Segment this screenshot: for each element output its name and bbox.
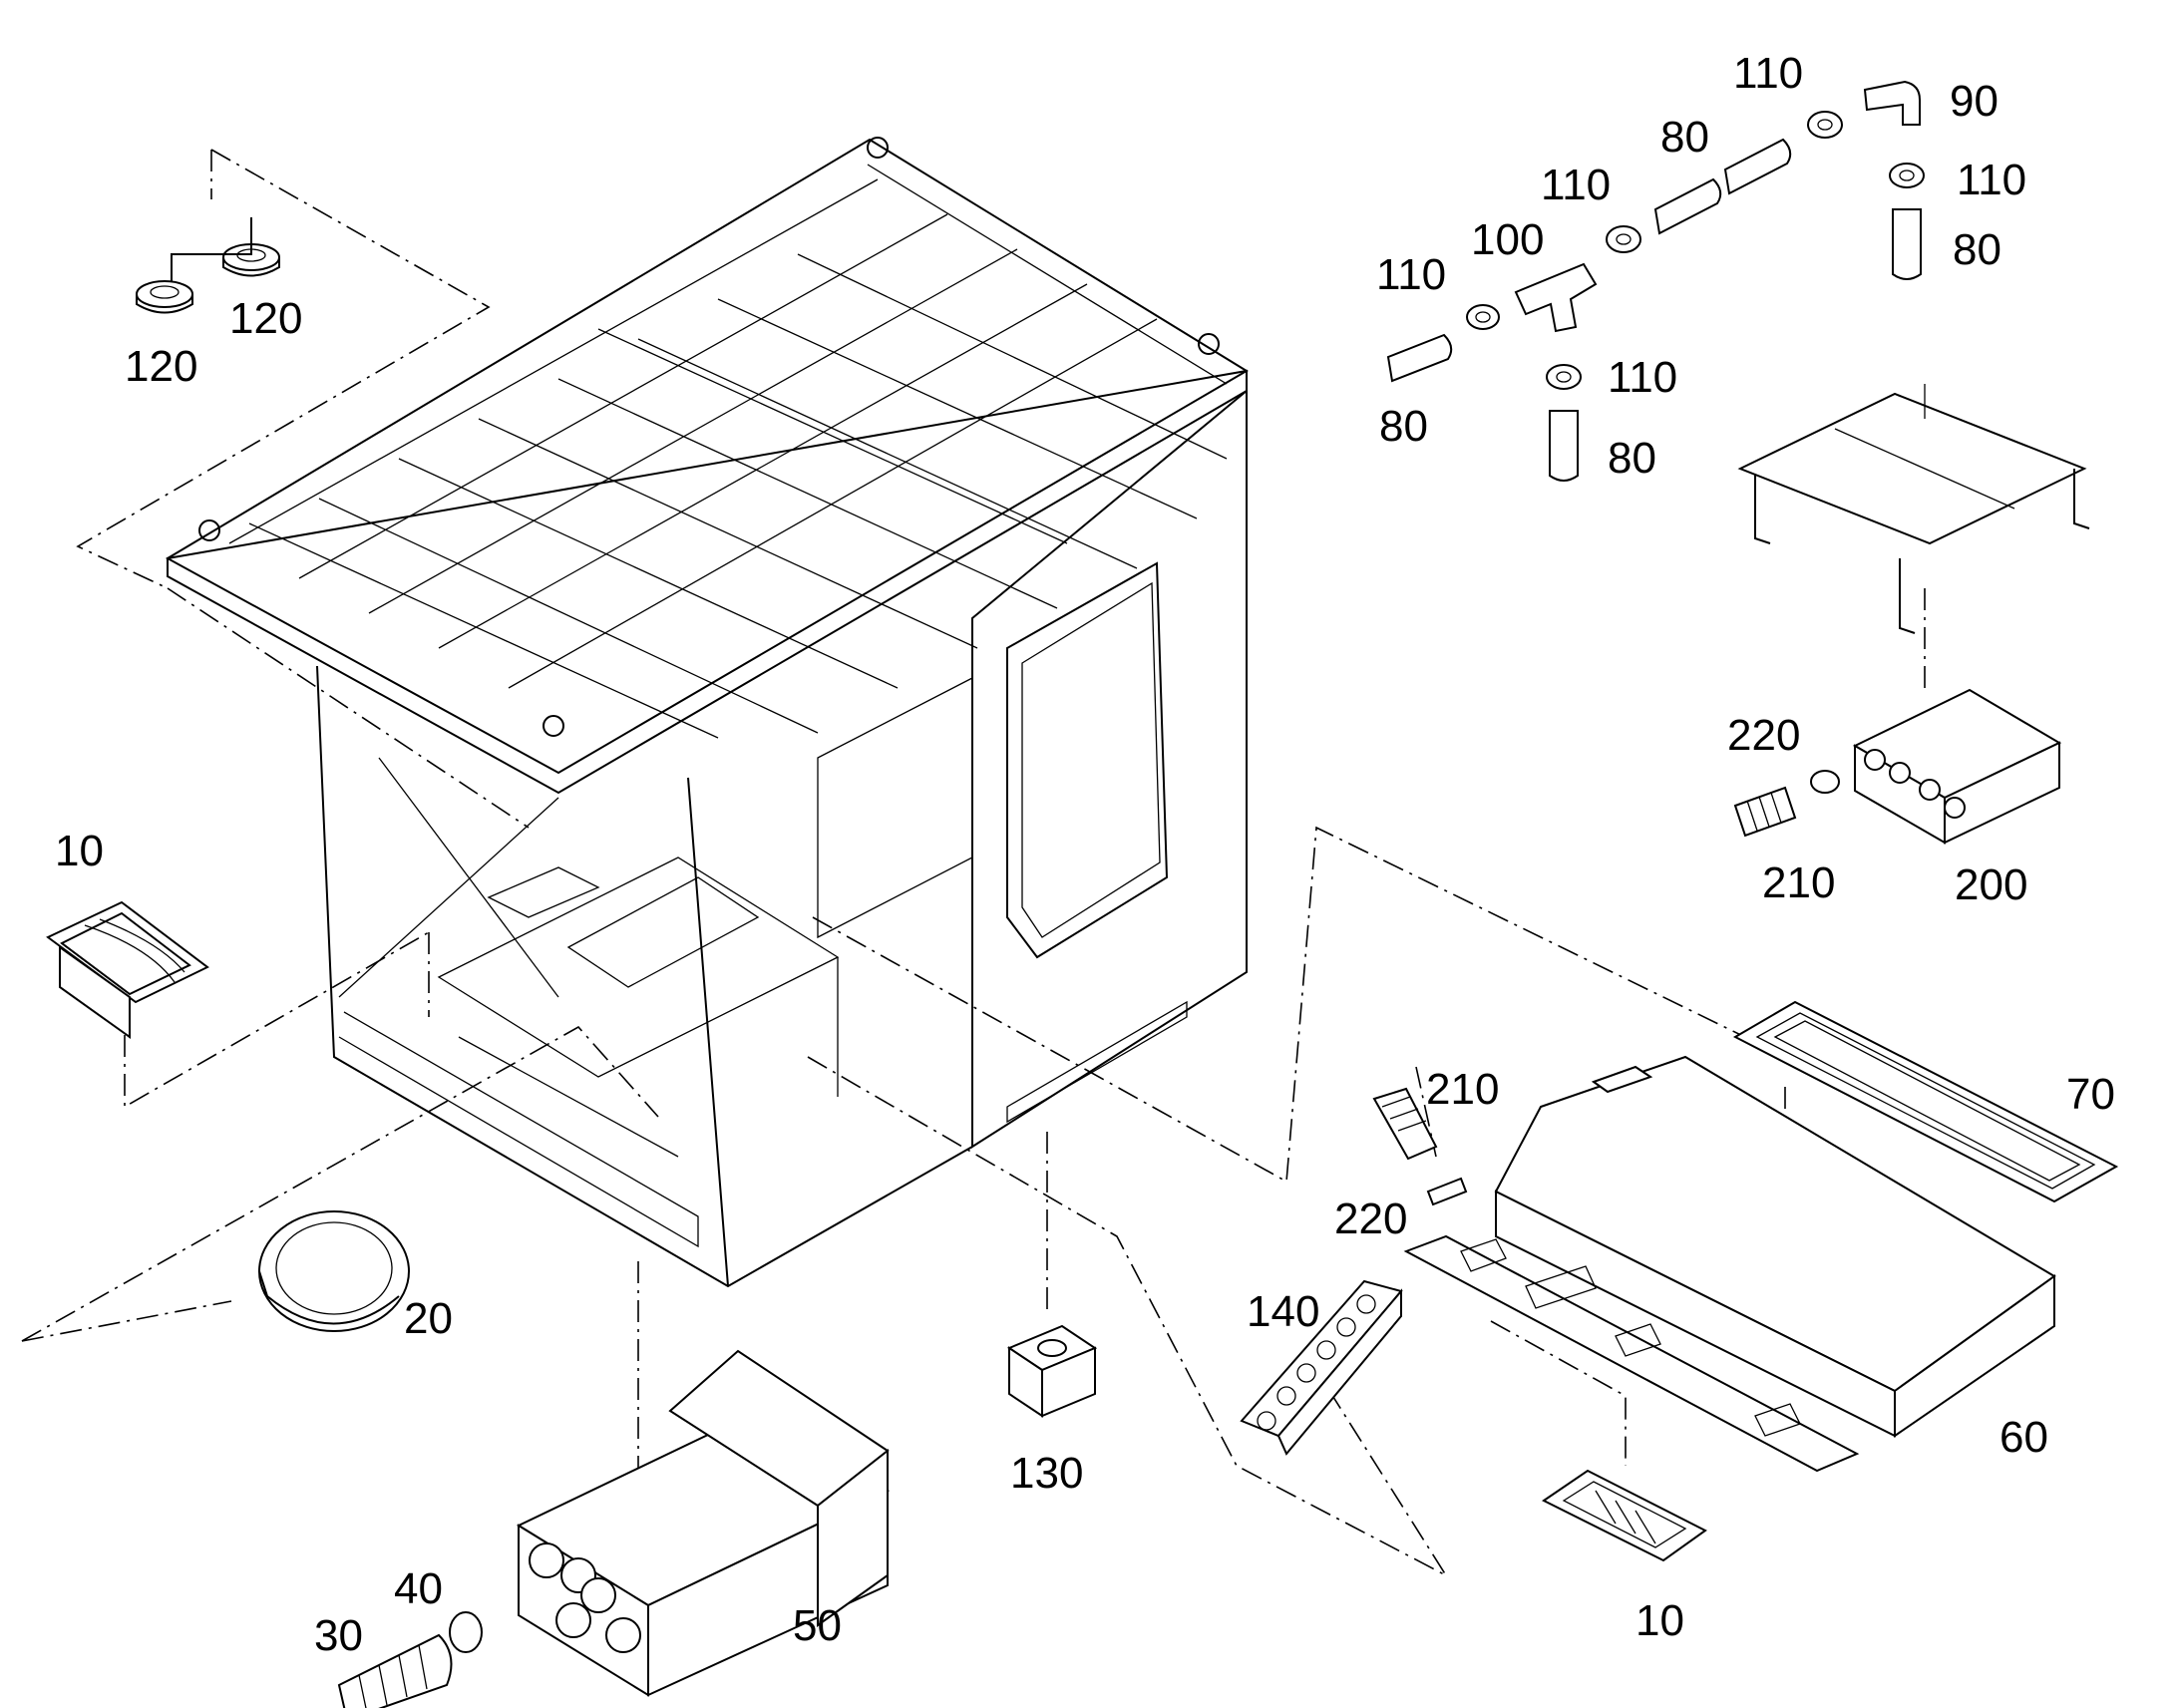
grommet-120-a	[136, 280, 193, 314]
hose-210-upper	[1733, 786, 1797, 838]
label-220-upper: 220	[1727, 711, 1800, 760]
mounting-bracket	[1737, 384, 2090, 634]
label-110-lower: 110	[1608, 353, 1677, 402]
label-90: 90	[1950, 77, 1998, 126]
label-10-left: 10	[55, 827, 104, 875]
label-220-lower: 220	[1334, 1195, 1407, 1243]
clamp-40	[449, 1611, 483, 1653]
label-40: 40	[394, 1564, 443, 1613]
heater-unit-200	[1852, 688, 2062, 845]
label-140: 140	[1247, 1287, 1319, 1336]
label-120-right: 120	[229, 294, 302, 343]
label-120-left: 120	[125, 342, 197, 391]
leader-lines	[21, 149, 1926, 1578]
label-80-left: 80	[1379, 402, 1428, 451]
label-110-left: 110	[1376, 250, 1446, 299]
clamp-220-upper	[1810, 770, 1840, 794]
grommet-120-b	[222, 243, 280, 277]
label-10-bottom: 10	[1635, 1596, 1684, 1645]
label-110-right: 110	[1957, 156, 2026, 204]
label-210-upper: 210	[1762, 858, 1835, 907]
hose-210-lower	[1372, 1087, 1438, 1161]
vent-140	[1240, 1279, 1403, 1456]
label-60: 60	[1999, 1413, 2048, 1462]
nipple-220-lower	[1426, 1177, 1468, 1206]
vent-10-left	[46, 900, 209, 1039]
label-50: 50	[793, 1601, 842, 1650]
cover-60	[1494, 1055, 2056, 1438]
label-210-lower: 210	[1426, 1065, 1499, 1114]
gasket-plate	[1403, 1234, 1860, 1473]
hose-assembly	[1386, 80, 1925, 482]
blower-box-50	[516, 1349, 891, 1697]
cab-frame	[165, 137, 1249, 1288]
label-30: 30	[314, 1611, 363, 1660]
label-80-upper: 80	[1660, 113, 1709, 162]
label-130: 130	[1010, 1449, 1083, 1498]
label-110-top: 110	[1733, 49, 1803, 98]
label-80-lower: 80	[1608, 434, 1656, 483]
hose-30	[337, 1633, 453, 1708]
label-100: 100	[1471, 215, 1544, 264]
clamp-130	[1006, 1324, 1098, 1418]
filter-70	[1732, 1000, 2119, 1203]
label-200: 200	[1955, 860, 2027, 909]
label-70: 70	[2066, 1070, 2115, 1119]
label-80-right: 80	[1953, 225, 2001, 274]
callout-labels: 120 120 110 90 80 110 110 80 110 100 80 …	[55, 49, 2115, 1660]
label-110-mid: 110	[1541, 161, 1611, 209]
vent-10-bottom	[1542, 1469, 1707, 1562]
ring-20	[258, 1210, 410, 1332]
label-20: 20	[404, 1294, 453, 1343]
